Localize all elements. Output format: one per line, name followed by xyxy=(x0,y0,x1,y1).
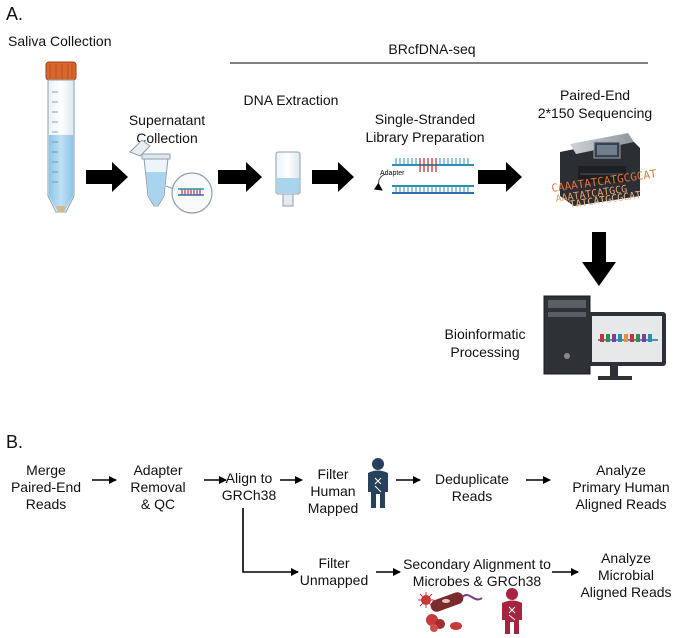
extraction-column-icon xyxy=(275,151,301,207)
analyze-microbial-line3: Aligned Reads xyxy=(580,584,672,600)
panel-b-label: B. xyxy=(6,432,24,452)
arrow-3 xyxy=(312,162,354,192)
sequencing-label-line2: 2*150 Sequencing xyxy=(537,105,653,121)
align-line1: Align to xyxy=(225,470,273,486)
supernatant-label-line2: Collection xyxy=(136,130,198,146)
filter-human-line1: Filter xyxy=(317,466,349,482)
merge-line2: Paired-End xyxy=(10,479,82,495)
filter-human-line3: Mapped xyxy=(307,500,359,516)
adapter-removal-line1: Adapter xyxy=(133,462,183,478)
magnifier-circle xyxy=(171,172,213,214)
arrow-1 xyxy=(86,162,128,192)
filter-human-line2: Human xyxy=(310,483,356,499)
analyze-human-line1: Analyze xyxy=(596,462,646,478)
sequencing-label-line1: Paired-End xyxy=(559,87,631,103)
adapter-removal-line3: & QC xyxy=(140,496,176,512)
arrow-align-unmapped xyxy=(242,508,299,576)
analyze-human-line3: Aligned Reads xyxy=(575,496,667,512)
analyze-microbial-line2: Microbial xyxy=(597,567,654,583)
adapter-label: Adapter xyxy=(380,170,405,177)
bioinformatic-label-line2: Processing xyxy=(450,344,520,360)
arrow-down xyxy=(582,232,616,286)
panel-a-label: A. xyxy=(6,4,24,24)
analyze-human-line2: Primary Human xyxy=(572,479,670,495)
panel-a-arrows xyxy=(86,162,616,286)
align-line2: GRCh38 xyxy=(221,487,277,503)
arrow-4 xyxy=(478,162,522,192)
filter-unmapped-line1: Filter xyxy=(318,555,350,571)
computer-icon xyxy=(543,295,666,380)
brcfdna-seq-title: BRcfDNA-seq xyxy=(388,41,476,57)
dna-extraction-label: DNA Extraction xyxy=(243,92,339,108)
analyze-microbial-line1: Analyze xyxy=(601,550,651,566)
panel-b-arrows xyxy=(92,476,579,576)
arrow-2 xyxy=(218,162,262,192)
saliva-collection-label: Saliva Collection xyxy=(8,33,112,49)
saliva-tube-icon xyxy=(45,61,77,213)
secondary-line1: Secondary Alignment to xyxy=(403,556,551,572)
microbes-icon xyxy=(418,592,483,632)
secondary-line2: Microbes & GRCh38 xyxy=(412,573,542,589)
supernatant-label-line1: Supernatant xyxy=(128,112,206,128)
library-label-line2: Library Preparation xyxy=(365,129,485,145)
bioinformatic-label-line1: Bioinformatic xyxy=(444,326,526,342)
dedup-line1: Deduplicate xyxy=(435,471,509,487)
merge-line3: Reads xyxy=(25,496,67,512)
dedup-line2: Reads xyxy=(451,488,493,504)
library-dna-icon xyxy=(373,158,474,194)
filter-unmapped-line2: Unmapped xyxy=(299,572,369,588)
supernatant-tube-icon xyxy=(129,139,213,214)
merge-line1: Merge xyxy=(26,462,66,478)
library-label-line1: Single-Stranded xyxy=(374,111,476,127)
person-human-icon xyxy=(368,458,388,508)
sequencer-icon xyxy=(560,133,640,206)
adapter-removal-line2: Removal xyxy=(130,479,186,495)
person-microbial-icon xyxy=(502,588,522,634)
